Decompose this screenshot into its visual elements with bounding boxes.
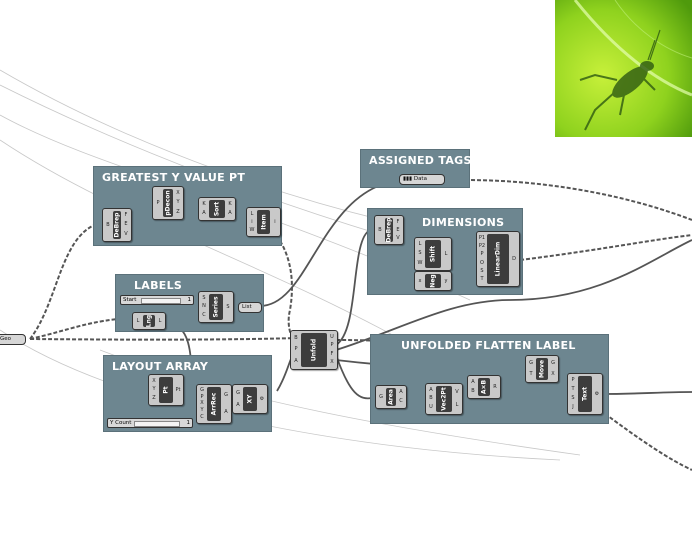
data-parameter[interactable]: ▮▮▮ Data — [399, 174, 445, 185]
data-wire — [29, 337, 301, 341]
start-slider[interactable]: Start 1 — [120, 295, 194, 305]
data-wire — [599, 409, 692, 471]
group-title: LABELS — [134, 279, 183, 292]
group-title: ASSIGNED TAGS — [369, 154, 472, 167]
data-wire — [335, 354, 373, 400]
data-wire — [335, 229, 371, 346]
group-assigned-tags[interactable]: ASSIGNED TAGS ▮▮▮ Data — [360, 149, 472, 188]
geo-parameter[interactable]: Geo — [0, 334, 26, 345]
y-count-slider[interactable]: Y Count 1 — [107, 418, 193, 428]
neg-component[interactable]: x Neg y — [414, 271, 452, 291]
data-wire — [259, 179, 401, 307]
group-title: UNFOLDED FLATTEN LABEL — [401, 339, 576, 352]
group-title: DIMENSIONS — [422, 216, 505, 229]
leaf-photo — [555, 0, 692, 137]
data-wire — [335, 239, 692, 351]
data-wire — [29, 221, 105, 340]
data-wire — [519, 234, 692, 261]
lng-component[interactable]: L Lng L — [132, 312, 166, 330]
group-title: GREATEST Y VALUE PT — [102, 171, 246, 184]
grasshopper-silhouette — [579, 29, 661, 131]
group-title: LAYOUT ARRAY — [112, 360, 209, 373]
list-parameter[interactable]: List — [238, 302, 262, 313]
data-wire — [599, 391, 692, 395]
